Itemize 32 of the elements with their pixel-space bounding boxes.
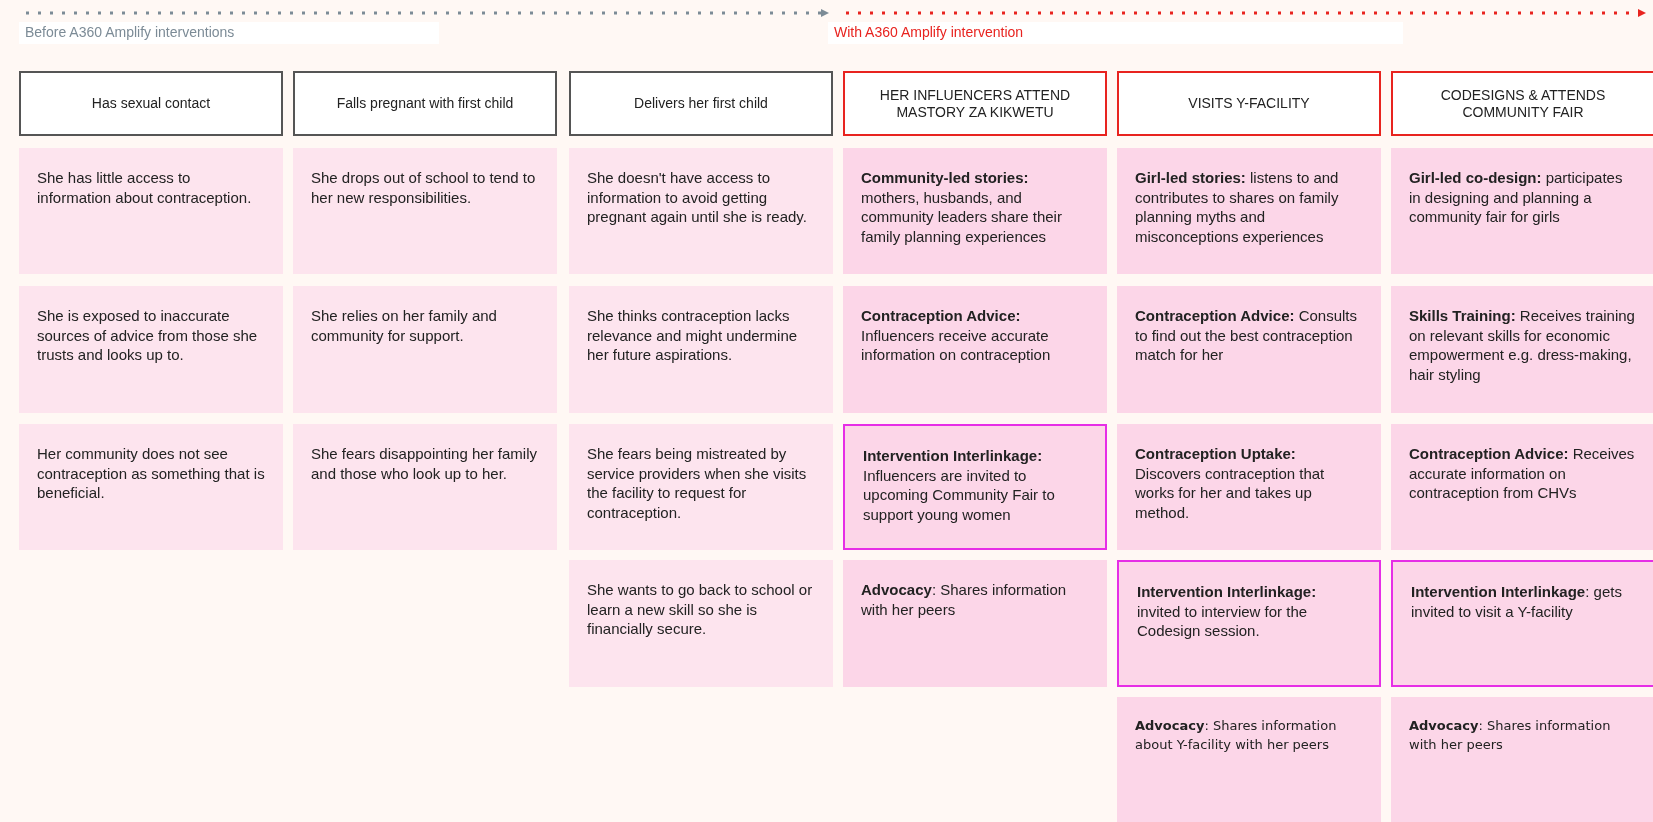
sticky-note-card: Intervention Interlinkage: gets invited to visit a Y-facility — [1391, 560, 1653, 687]
step-header-box: Has sexual contact — [19, 71, 283, 136]
step-header-box: Delivers her first child — [569, 71, 833, 136]
step-header-box: CODESIGNS & ATTENDS COMMUNITY FAIR — [1391, 71, 1653, 136]
sticky-note-card: Her community does not see contraception as something that is beneficial. — [19, 424, 283, 550]
sticky-note-card: Community-led stories: mothers, husbands, and community leaders share their family planning experiences — [843, 148, 1107, 274]
sticky-note-card: Contraception Advice: Influencers receive accurate information on contraception — [843, 286, 1107, 413]
sticky-note-card: Contraception Uptake: Discovers contraception that works for her and takes up method. — [1117, 424, 1381, 550]
sticky-note-card: She is exposed to inaccurate sources of advice from those she trusts and looks up to. — [19, 286, 283, 413]
sticky-note-card: Advocacy: Shares information about Y-facility with her peers — [1117, 697, 1381, 822]
sticky-note-card: She relies on her family and community for support. — [293, 286, 557, 413]
step-header-box: HER INFLUENCERS ATTEND MASTORY ZA KIKWETU — [843, 71, 1107, 136]
sticky-note-card: Advocacy: Shares information with her peers — [843, 560, 1107, 687]
phase-label: Before A360 Amplify interventions — [19, 22, 439, 44]
phase-label: With A360 Amplify intervention — [828, 22, 1403, 44]
sticky-note-card: She has little access to information about contraception. — [19, 148, 283, 274]
sticky-note-card: She wants to go back to school or learn a new skill so she is financially secure. — [569, 560, 833, 687]
sticky-note-card: Intervention Interlinkage: Influencers are invited to upcoming Community Fair to support young women — [843, 424, 1107, 550]
sticky-note-card: She drops out of school to tend to her new responsibilities. — [293, 148, 557, 274]
step-header-box: VISITS Y-FACILITY — [1117, 71, 1381, 136]
sticky-note-card: Contraception Advice: Consults to find out the best contraception match for her — [1117, 286, 1381, 413]
sticky-note-card: Intervention Interlinkage: invited to interview for the Codesign session. — [1117, 560, 1381, 687]
step-header-box: Falls pregnant with first child — [293, 71, 557, 136]
sticky-note-card: Contraception Advice: Receives accurate information on contraception from CHVs — [1391, 424, 1653, 550]
sticky-note-card: She doesn't have access to information to avoid getting pregnant again until she is ready. — [569, 148, 833, 274]
sticky-note-card: She fears being mistreated by service providers when she visits the facility to request for contraception. — [569, 424, 833, 550]
sticky-note-card: Skills Training: Receives training on relevant skills for economic empowerment e.g. dress-making, hair styling — [1391, 286, 1653, 413]
sticky-note-card: She fears disappointing her family and those who look up to her. — [293, 424, 557, 550]
sticky-note-card: Advocacy: Shares information with her peers — [1391, 697, 1653, 822]
sticky-note-card: Girl-led co-design: participates in designing and planning a community fair for girls — [1391, 148, 1653, 274]
sticky-note-card: Girl-led stories: listens to and contributes to shares on family planning myths and misconceptions experiences — [1117, 148, 1381, 274]
sticky-note-card: She thinks contraception lacks relevance and might undermine her future aspirations. — [569, 286, 833, 413]
